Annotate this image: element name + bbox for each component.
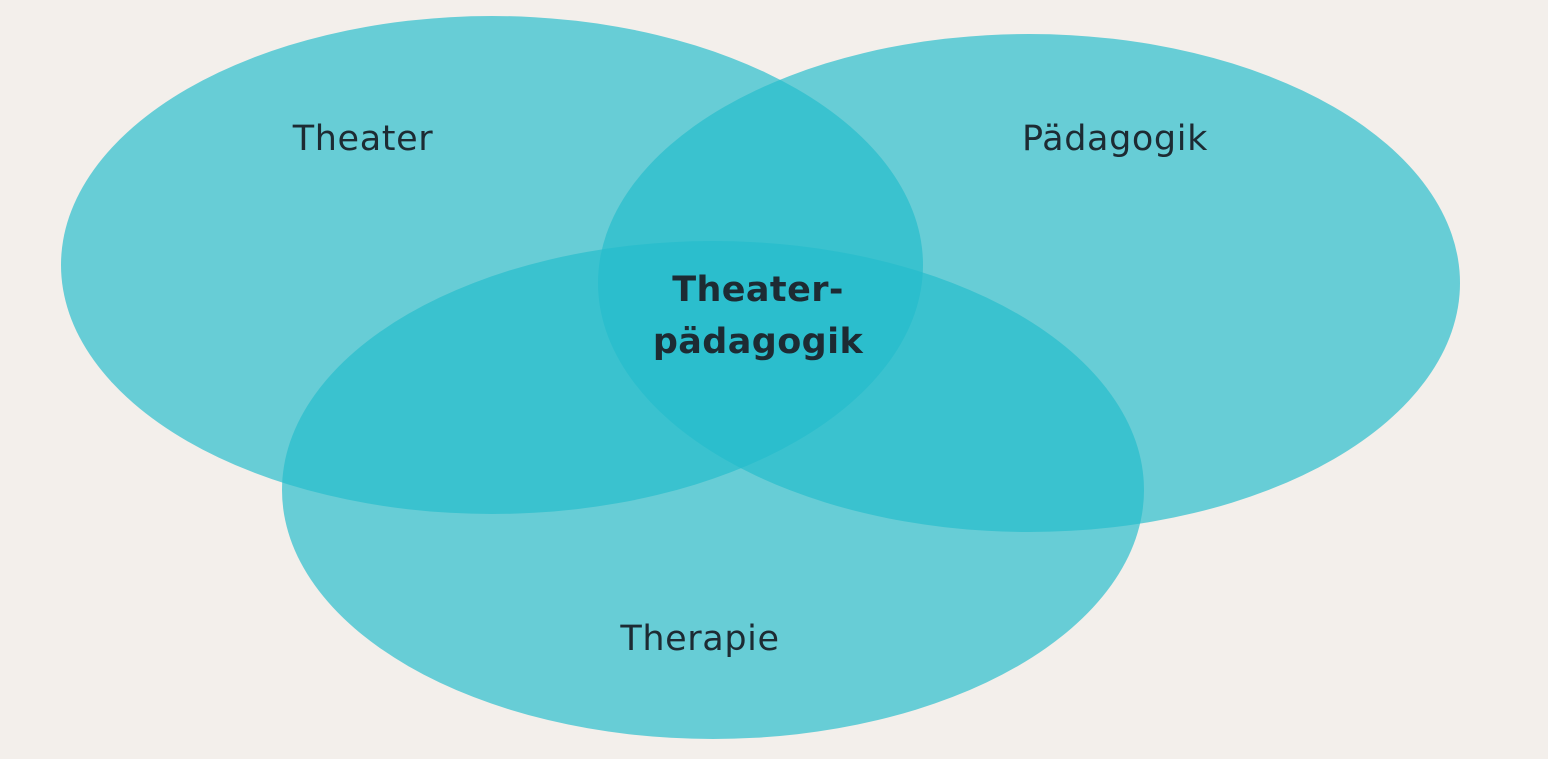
theater-label: Theater [292, 119, 433, 159]
therapie-ellipse [282, 241, 1144, 739]
intersection-label-line2: pädagogik [653, 322, 864, 362]
therapie-label: Therapie [619, 619, 779, 659]
paedagogik-label: Pädagogik [1022, 119, 1208, 159]
intersection-label-line1: Theater- [672, 270, 844, 310]
